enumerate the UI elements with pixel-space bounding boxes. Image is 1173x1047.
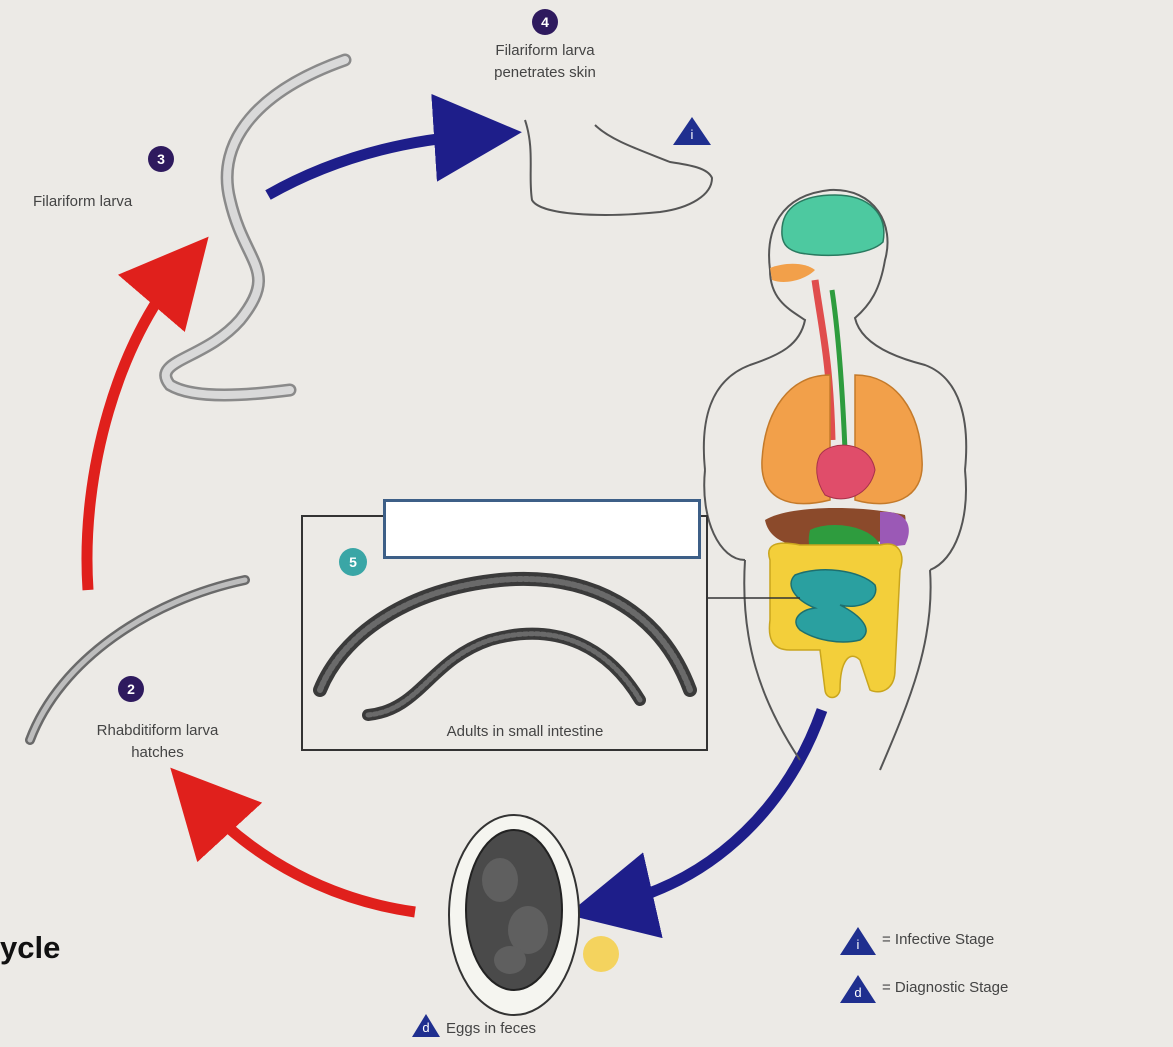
stage-2-label-line1: Rhabditiform larva <box>50 720 265 742</box>
red-arrow-eggs-to-rhabditiform <box>200 800 415 912</box>
rhabditiform-larva-illustration <box>30 580 245 740</box>
stage-1-badge <box>583 936 619 972</box>
diagnostic-symbol-eggs: d <box>417 1017 435 1039</box>
legend-infective-symbol: i <box>849 934 867 956</box>
legend-diagnostic-text: = Diagnostic Stage <box>882 979 1008 996</box>
stage-4-label: Filariform larva penetrates skin <box>470 40 620 84</box>
stage-4-number: 4 <box>536 11 554 33</box>
caption-fragment: ycle <box>0 930 60 966</box>
blue-arrow-larva-to-skin <box>268 135 478 195</box>
eggs-label: Eggs in feces <box>446 1018 626 1040</box>
legend-infective-text: = Infective Stage <box>882 931 994 948</box>
adult-worm-lower <box>368 634 640 715</box>
stage-5-label: Adults in small intestine <box>380 721 670 743</box>
stage-3-number: 3 <box>152 148 170 170</box>
blank-label-box[interactable] <box>383 499 701 559</box>
legend-diagnostic-symbol: d <box>849 982 867 1004</box>
stage-3-label: Filariform larva <box>33 191 213 213</box>
stage-2-label-line2: hatches <box>50 742 265 764</box>
stage-5-number: 5 <box>344 551 362 573</box>
stage-2-number: 2 <box>122 678 140 700</box>
brain-organ <box>782 195 884 255</box>
stage-4-label-line1: Filariform larva <box>470 40 620 62</box>
red-arrow-rhabditiform-to-filariform <box>87 270 180 590</box>
infective-symbol-skin: i <box>683 124 701 146</box>
stage-4-label-line2: penetrates skin <box>470 62 620 84</box>
stage-2-label: Rhabditiform larva hatches <box>50 720 265 764</box>
human-host-illustration <box>704 190 966 770</box>
